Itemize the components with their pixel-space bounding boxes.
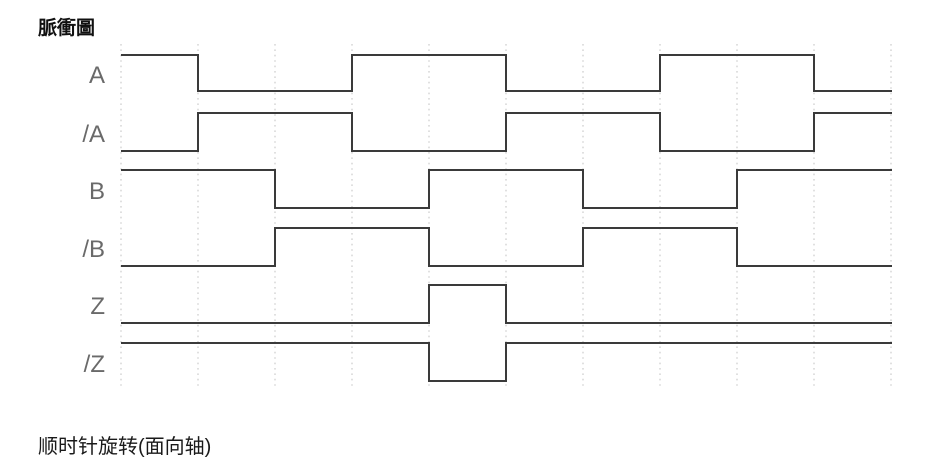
waveform-a: [121, 54, 892, 92]
waveforms: [121, 54, 892, 382]
signal-label-not-z: /Z: [84, 351, 105, 378]
waveform-not-a: [121, 112, 892, 152]
waveform-not-b: [121, 227, 892, 267]
signal-label-not-a: /A: [82, 121, 105, 148]
signal-label-a: A: [89, 62, 105, 89]
signal-label-z: Z: [90, 293, 105, 320]
caption-text: 顺时针旋转(面向轴): [38, 436, 212, 458]
waveform-z: [121, 284, 892, 324]
signal-labels: A/A B/B Z/Z: [82, 62, 105, 378]
gridlines: [120, 44, 892, 389]
signal-label-b: B: [89, 178, 105, 205]
waveform-b: [121, 169, 892, 209]
signal-label-not-b: /B: [82, 236, 105, 263]
waveform-not-z: [121, 342, 892, 382]
page-title: 脈衝圖: [38, 18, 96, 39]
